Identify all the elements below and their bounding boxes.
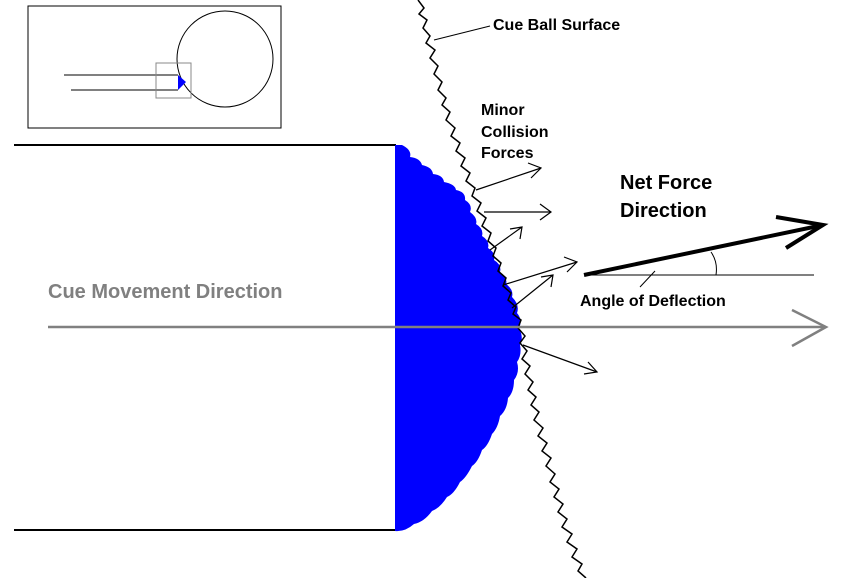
angle-label-leader bbox=[639, 270, 656, 288]
angle-of-deflection-label: Angle of Deflection bbox=[580, 293, 726, 310]
cue-stick bbox=[14, 144, 396, 531]
surface-label-leader bbox=[433, 25, 491, 41]
force-arrow-icon bbox=[484, 203, 553, 221]
inset-ball bbox=[176, 10, 274, 108]
force-arrow-icon bbox=[489, 226, 523, 251]
cue-movement-direction-label: Cue Movement Direction bbox=[48, 281, 283, 303]
cue-ball-surface-label: Cue Ball Surface bbox=[493, 17, 621, 34]
angle-arc bbox=[710, 251, 717, 276]
net-force-arrow bbox=[583, 215, 829, 277]
cue-movement-arrow bbox=[48, 308, 829, 348]
cue-ball-surface-line bbox=[417, 0, 587, 579]
net-force-direction-label: Net Force Direction bbox=[620, 172, 713, 222]
inset-cue-tip bbox=[178, 75, 186, 90]
minor-collision-forces-label: Minor Collision Forces bbox=[481, 102, 549, 163]
force-arrow-icon bbox=[502, 256, 579, 286]
inset-overview bbox=[27, 5, 282, 129]
inset-zoom-box bbox=[155, 62, 192, 99]
force-arrow-icon bbox=[475, 162, 543, 191]
minor-force-arrows bbox=[475, 162, 599, 375]
force-arrow-icon bbox=[522, 344, 599, 375]
inset-frame bbox=[27, 5, 282, 129]
cue-tip bbox=[395, 145, 522, 532]
force-arrow-icon bbox=[511, 274, 554, 309]
